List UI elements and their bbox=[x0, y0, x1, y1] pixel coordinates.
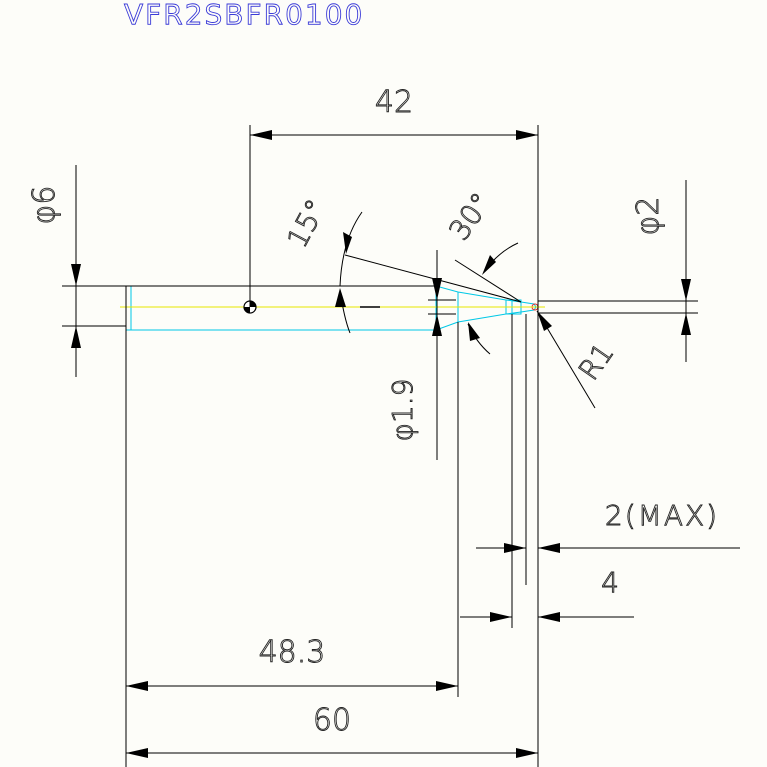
dim-tip-diameter-label: φ2 bbox=[631, 197, 666, 236]
dim-tip-max-label: 2(MAX) bbox=[605, 499, 719, 532]
dim-shank-length-label: 48.3 bbox=[259, 635, 326, 670]
dim-tip-radius-label: R1 bbox=[572, 337, 620, 386]
dim-neck-diameter-label: φ1.9 bbox=[386, 379, 419, 442]
dim-shank-diameter-label: φ6 bbox=[27, 186, 62, 225]
shank-outline bbox=[125, 285, 437, 331]
tool-outline bbox=[125, 285, 539, 331]
taper-lower-edge bbox=[435, 311, 522, 331]
dim-taper-angle-label: 15° bbox=[280, 194, 332, 253]
dim-shank-length: 48.3 bbox=[125, 322, 459, 767]
dim-tip-max: 2(MAX) bbox=[476, 314, 740, 585]
drawing-title: VFR2SBFR0100 bbox=[124, 0, 364, 31]
dim-tip-angle-label: 30° bbox=[442, 187, 498, 247]
dim-total-length: 60 bbox=[126, 703, 538, 758]
dim-neck-length: 4 bbox=[460, 314, 634, 628]
dim-42-label: 42 bbox=[375, 85, 413, 120]
dim-tip-radius: R1 bbox=[536, 310, 621, 409]
dim-neck-length-label: 4 bbox=[601, 566, 619, 599]
dim-42: 42 bbox=[249, 85, 539, 767]
dim-shank-diameter: φ6 bbox=[27, 165, 126, 377]
dim-tip-angle: 30° bbox=[442, 186, 522, 355]
dim-neck-diameter: φ1.9 bbox=[386, 250, 456, 460]
dim-tip-diameter: φ2 bbox=[538, 180, 698, 362]
dim-total-length-label: 60 bbox=[313, 703, 351, 738]
taper-upper-edge bbox=[435, 285, 522, 303]
